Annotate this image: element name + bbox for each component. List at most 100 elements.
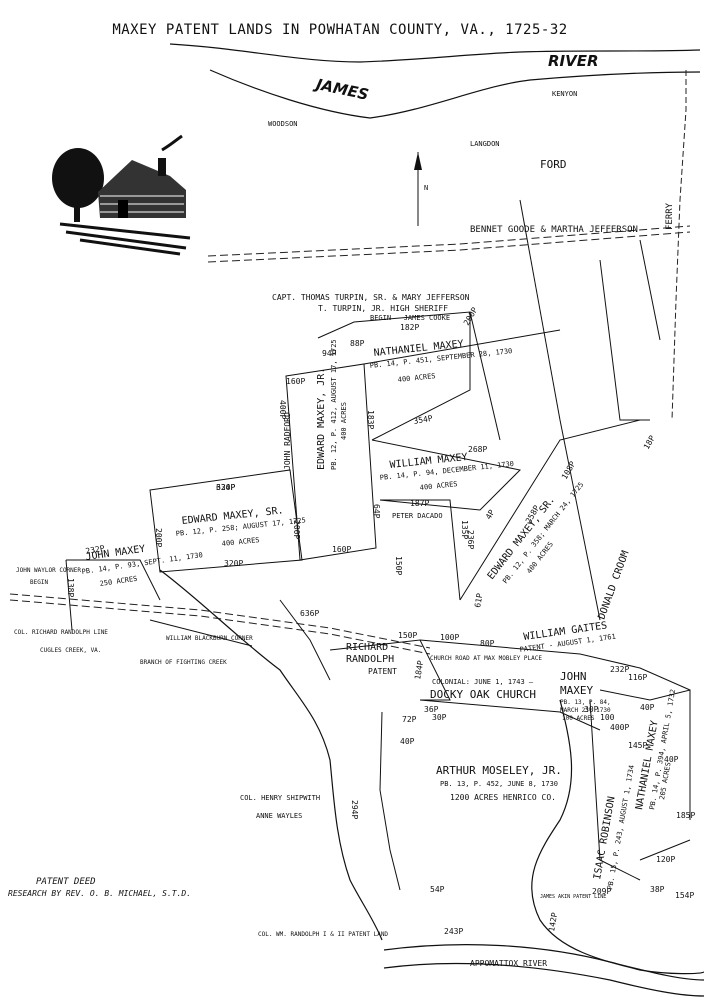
- label-henry-shipwith: COL. HENRY SHIPWITH: [240, 794, 320, 802]
- label-richard-3: PATENT: [368, 667, 397, 676]
- distance-label: 183P: [366, 410, 375, 429]
- label-william-3: 400 ACRES: [419, 480, 458, 492]
- distance-label: 64P: [372, 504, 381, 519]
- distance-label: 61P: [473, 592, 484, 608]
- label-john-maxey-w-3: 250 ACRES: [99, 575, 138, 588]
- distance-label: 634P: [216, 483, 235, 492]
- appomattox-south-bank: [383, 962, 704, 997]
- distance-label: 160P: [332, 545, 351, 554]
- distance-label: 40P: [664, 755, 679, 764]
- distance-label: 145P: [628, 741, 647, 750]
- distance-label: 80P: [480, 639, 495, 648]
- svg-text:N: N: [424, 184, 428, 192]
- distance-label: 209P: [592, 887, 611, 896]
- distance-label: 150P: [394, 556, 403, 575]
- distance-label: 268P: [468, 445, 487, 454]
- label-john-maxey-e-5: 100 ACRES: [562, 715, 595, 722]
- label-john-maxey-e-1: JOHN: [560, 670, 587, 683]
- appomattox-north-bank: [383, 944, 704, 981]
- label-edward-jr-3: 400 ACRES: [340, 402, 348, 440]
- label-arthur-2: PB. 13, P. 452, JUNE 8, 1730: [440, 780, 558, 788]
- distance-label: 116P: [628, 673, 647, 682]
- distance-label: 187P: [410, 499, 429, 508]
- creek-east: [531, 699, 704, 975]
- label-col-richard: COL. RICHARD RANDOLPH LINE: [14, 629, 108, 636]
- distance-label: 200P: [292, 520, 301, 539]
- distance-label: 54P: [430, 885, 445, 894]
- distance-label: 30P: [432, 713, 447, 722]
- distance-label: 142P: [547, 912, 559, 933]
- label-edward-sr2-2: PB. 12, P. 358; MARCH 24, 1725: [501, 481, 585, 586]
- label-william-blackburn: WILLIAM BLACKBURN CORNER: [166, 635, 253, 642]
- label-cugles: CUGLES CREEK, VA.: [40, 647, 101, 654]
- james-river-south-bank: [209, 69, 701, 119]
- distance-label: 108P: [560, 460, 578, 481]
- label-anne-wayles: ANNE WAYLES: [256, 812, 302, 820]
- label-begin: BEGIN: [30, 579, 48, 586]
- label-richard-2: RANDOLPH: [346, 654, 394, 665]
- road-north: [207, 225, 691, 257]
- distance-label: 100: [600, 713, 615, 722]
- map-title: MAXEY PATENT LANDS IN POWHATAN COUNTY, V…: [112, 22, 567, 38]
- distance-label: 88P: [350, 339, 365, 348]
- distance-label: 400P: [610, 723, 629, 732]
- label-dockyoak-2: DOCKY OAK CHURCH: [430, 688, 536, 701]
- label-donald-croom: DONALD CROOM: [596, 549, 631, 621]
- distance-label: 72P: [402, 715, 417, 724]
- distance-label: 135P: [460, 520, 469, 539]
- label-bennet-goode: BENNET GOODE & MARTHA JEFFERSON: [470, 225, 638, 235]
- river-label-james: JAMES: [312, 75, 371, 104]
- label-james-akin: JAMES AKIN PATENT LINE: [540, 894, 606, 900]
- distance-label: 30P: [584, 705, 599, 714]
- label-arthur-1: ARTHUR MOSELEY, JR.: [436, 764, 562, 777]
- distance-label: 184P: [413, 660, 425, 681]
- label-turpin-1: CAPT. THOMAS TURPIN, SR. & MARY JEFFERSO…: [272, 293, 470, 302]
- label-woodson: WOODSON: [268, 120, 298, 128]
- north-arrow-icon: N: [414, 152, 428, 226]
- distance-label: 120P: [656, 855, 675, 864]
- river-label-appomattox: APPOMATTOX RIVER: [470, 959, 547, 968]
- label-nathaniel-3: 400 ACRES: [397, 372, 436, 384]
- distance-label: 18P: [642, 434, 657, 451]
- distance-label: 243P: [444, 927, 463, 936]
- parcel-boundaries: [65, 199, 691, 891]
- road-ferry: [671, 70, 687, 421]
- distance-label: 320P: [216, 483, 235, 492]
- label-edward-jr-2: PB. 12, P. 412, AUGUST 17, 1725: [330, 339, 338, 470]
- distance-label: 160P: [286, 377, 305, 386]
- distance-label: 185P: [676, 811, 695, 820]
- james-river-north-bank: [169, 43, 701, 63]
- distance-label: 38P: [650, 885, 665, 894]
- label-kenyon: KENYON: [552, 90, 577, 98]
- distance-label: 294P: [350, 800, 359, 819]
- road-north-2: [207, 231, 691, 263]
- distance-label: 232P: [85, 544, 106, 556]
- distance-label: 636P: [300, 609, 319, 618]
- distance-label: 154P: [675, 891, 694, 900]
- credit-line-2: RESEARCH BY REV. O. B. MICHAEL, S.T.D.: [8, 889, 191, 898]
- distance-label: 4P: [484, 508, 497, 521]
- label-edward-jr-1: EDWARD MAXEY, JR.: [316, 368, 327, 470]
- label-john-waylor: JOHN WAYLOR CORNER: [16, 567, 81, 574]
- label-langdon: LANGDON: [470, 140, 500, 148]
- label-john-radford: JOHN RADFORD: [283, 412, 292, 470]
- distance-label: 200P: [462, 306, 480, 327]
- label-dockyoak-1: COLONIAL: JUNE 1, 1743 —: [432, 678, 534, 686]
- label-ferry: FERRY: [665, 202, 675, 230]
- river-label-river: RIVER: [548, 52, 599, 70]
- label-john-maxey-e-2: MAXEY: [560, 684, 593, 697]
- distance-label: 150P: [398, 631, 417, 640]
- label-church-road: CHURCH ROAD AT MAX MOBLEY PLACE: [430, 655, 542, 662]
- label-ford: FORD: [540, 158, 567, 171]
- distance-label: 138P: [66, 578, 75, 597]
- distance-label: 94P: [322, 349, 337, 358]
- distance-label: 40P: [640, 703, 655, 712]
- distance-label: 40P: [400, 737, 415, 746]
- distance-label: 200P: [154, 528, 163, 547]
- distance-label: 100P: [440, 633, 459, 642]
- distance-label: 354P: [413, 414, 434, 426]
- road-west: [9, 593, 431, 649]
- distance-label: 182P: [400, 323, 419, 332]
- creek-line: [159, 569, 383, 941]
